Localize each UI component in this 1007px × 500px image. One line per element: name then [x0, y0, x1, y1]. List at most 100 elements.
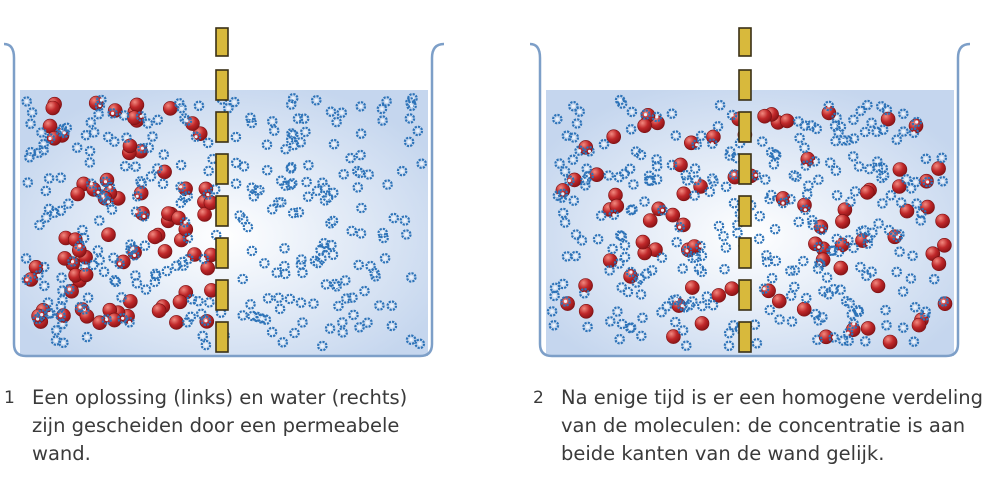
water-molecule [196, 308, 207, 320]
solute-molecule [683, 135, 699, 151]
water-molecule [812, 263, 824, 275]
water-molecule [616, 282, 628, 293]
water-molecule [82, 292, 94, 304]
water-molecule [355, 149, 366, 161]
water-molecule [774, 314, 785, 325]
water-molecule [266, 204, 278, 215]
water-molecule [129, 250, 140, 261]
water-molecule [669, 316, 681, 328]
water-molecule [916, 207, 927, 219]
water-molecule [813, 241, 825, 253]
water-molecule [670, 130, 682, 141]
water-molecule [86, 178, 97, 189]
water-molecule [813, 174, 824, 185]
solute-molecule [771, 293, 787, 309]
water-molecule [844, 297, 856, 309]
water-molecule [723, 327, 735, 339]
water-molecule [355, 101, 367, 112]
water-molecule [287, 93, 299, 104]
water-molecule [831, 233, 843, 245]
water-molecule [118, 110, 130, 121]
water-molecule [181, 115, 193, 126]
water-molecule [677, 263, 689, 274]
water-molecule [130, 270, 141, 281]
water-molecule [20, 253, 32, 264]
water-molecule [331, 116, 342, 128]
water-molecule [676, 300, 688, 312]
solute-molecule [637, 118, 652, 133]
water-molecule [938, 296, 949, 307]
solute-molecule [45, 100, 61, 116]
membrane-segment [738, 195, 752, 227]
water-molecule [157, 178, 169, 190]
water-molecule [704, 186, 716, 198]
membrane-segment [215, 279, 229, 311]
water-molecule [381, 96, 392, 107]
water-molecule [245, 112, 256, 124]
water-molecule [549, 290, 560, 302]
water-molecule [866, 117, 877, 129]
solute-molecule [578, 303, 594, 319]
water-molecule [287, 207, 299, 219]
membrane-segment [738, 69, 752, 101]
membrane-segment [738, 321, 752, 353]
water-molecule [182, 232, 194, 244]
water-molecule [568, 195, 580, 206]
water-molecule [646, 264, 658, 276]
water-molecule [831, 112, 842, 123]
panel-before [3, 27, 445, 358]
water-molecule [175, 197, 187, 209]
water-molecule [327, 187, 339, 199]
water-molecule [689, 190, 700, 201]
water-molecule [238, 161, 250, 172]
solute-molecule [147, 229, 163, 245]
water-molecule [136, 178, 148, 190]
water-molecule [139, 240, 151, 251]
water-molecule [176, 102, 187, 114]
water-molecule [38, 138, 49, 150]
caption-panel-1: 1 Een oplossing (links) en water (rechts… [4, 384, 464, 474]
water-molecule [301, 176, 312, 188]
water-molecule [275, 175, 287, 186]
solute-molecule [172, 294, 188, 310]
water-molecule [202, 189, 214, 200]
water-molecule [145, 171, 157, 182]
water-molecule [310, 95, 322, 106]
water-molecule [557, 188, 569, 200]
water-molecule [404, 113, 416, 124]
water-molecule [911, 116, 923, 128]
water-molecule [261, 164, 273, 176]
water-molecule [766, 272, 778, 284]
water-molecule [571, 118, 583, 129]
water-molecule [567, 154, 579, 165]
water-molecule [640, 109, 651, 120]
water-molecule [714, 99, 726, 111]
water-molecule [297, 267, 308, 279]
water-molecule [57, 318, 68, 330]
caption-text: Na enige tijd is er een homogene verdeli… [561, 386, 983, 465]
water-molecule [557, 278, 569, 290]
water-molecule [376, 103, 388, 115]
water-molecule [279, 243, 290, 254]
membrane-segment [738, 237, 752, 269]
water-molecule [320, 279, 332, 290]
water-molecule [58, 337, 69, 349]
water-molecule [97, 190, 108, 202]
water-molecule [584, 146, 595, 157]
water-molecule [637, 312, 648, 324]
water-molecule [292, 113, 304, 124]
solute-molecule [642, 213, 658, 228]
water-molecule [210, 229, 222, 241]
solute-molecule [635, 234, 651, 250]
membrane-segment [738, 279, 752, 311]
water-molecule [67, 256, 78, 267]
water-molecule [898, 126, 909, 137]
water-molecule [855, 105, 867, 117]
water-molecule [785, 265, 796, 277]
water-molecule [853, 161, 865, 172]
water-molecule [625, 124, 637, 135]
water-molecule [855, 261, 866, 273]
water-molecule [695, 240, 706, 252]
water-molecule [110, 276, 122, 288]
